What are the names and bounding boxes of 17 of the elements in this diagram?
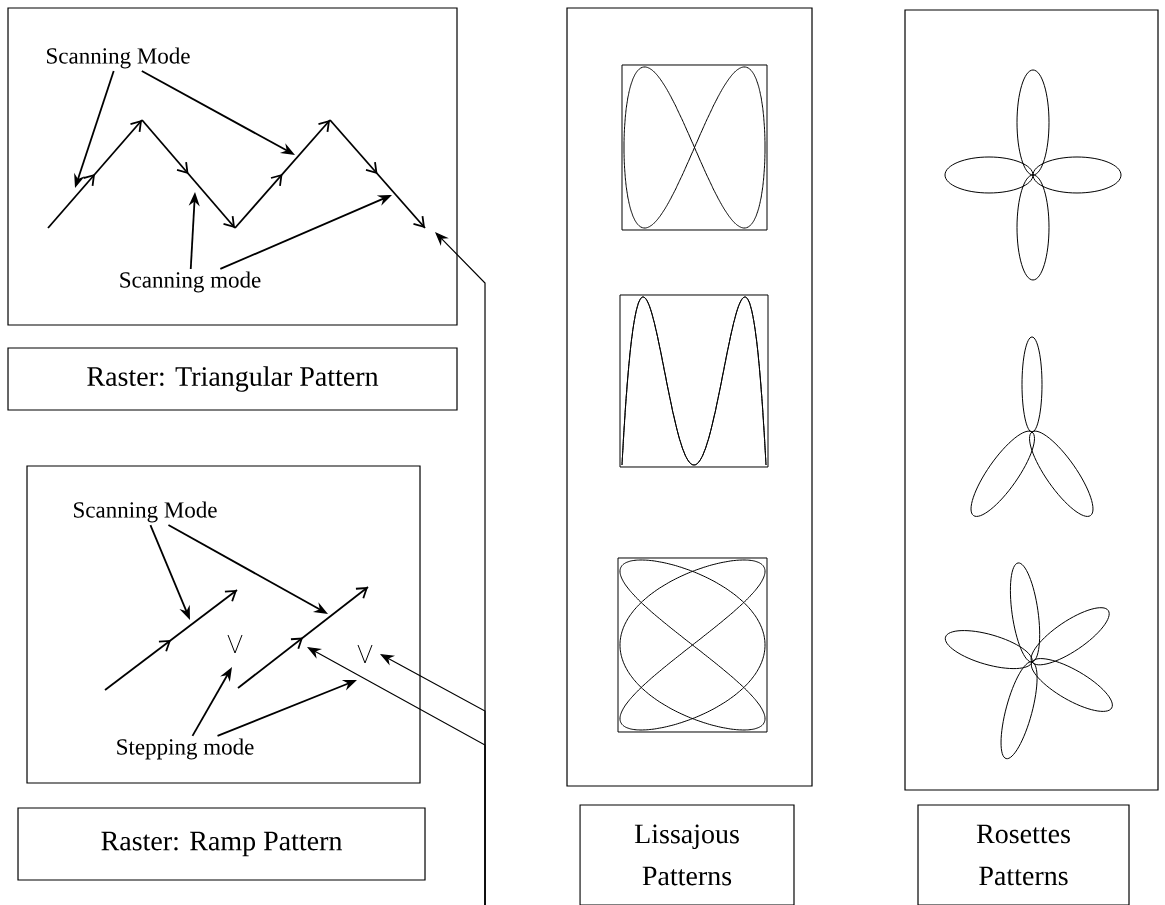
ramp-arrow: [237, 586, 369, 689]
step-chevron: [357, 644, 373, 664]
caption-box: Raster: Ramp Pattern: [17, 807, 426, 881]
panel-frame: [26, 465, 421, 784]
ramp-arrow: [104, 589, 238, 691]
mode-label: Stepping mode: [117, 738, 254, 760]
pointer-line: [307, 647, 486, 905]
caption-box: Lissajous Patterns: [579, 804, 795, 905]
mode-label: Scanning mode: [120, 271, 261, 293]
panel-frame: [904, 9, 1159, 791]
mode-label: Scanning Mode: [74, 501, 217, 523]
panel-frame: [566, 7, 813, 787]
mode-label: Scanning Mode: [47, 47, 190, 69]
panel-frame: [7, 7, 458, 326]
caption-box: Raster: Triangular Pattern: [7, 347, 458, 411]
step-chevron: [227, 634, 243, 654]
caption-box: Rosettes Patterns: [917, 804, 1130, 905]
